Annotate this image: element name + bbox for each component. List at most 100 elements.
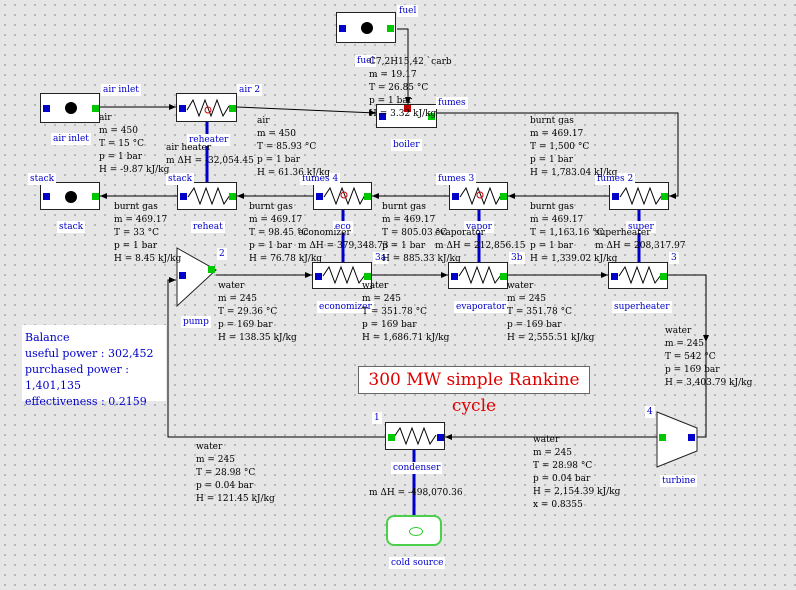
source-dot-icon bbox=[361, 22, 373, 34]
superheater-out-port bbox=[660, 273, 667, 280]
reheat-in-port bbox=[180, 193, 187, 200]
eco-exchanger[interactable] bbox=[313, 182, 372, 210]
pump-port-label: 2 bbox=[217, 248, 227, 260]
balance-heading: Balance bbox=[25, 331, 70, 344]
superheater-port-label: 3 bbox=[669, 252, 679, 264]
vapor-in-port bbox=[452, 193, 459, 200]
air-inlet-port-label: air inlet bbox=[101, 84, 141, 96]
purchased-power: purchased power : 1,401,135 bbox=[25, 363, 129, 392]
stack-port-label: stack bbox=[28, 173, 57, 185]
turbine-out-port bbox=[659, 434, 666, 441]
coil-icon bbox=[618, 265, 662, 285]
eco-out-port bbox=[364, 193, 371, 200]
vapor-label: vapor bbox=[464, 221, 494, 233]
super-exchanger[interactable] bbox=[609, 182, 669, 210]
condenser-exchanger[interactable] bbox=[385, 422, 445, 450]
cold-source-label: cold source bbox=[389, 557, 446, 569]
vapor-out-port bbox=[500, 193, 507, 200]
coil-icon bbox=[619, 186, 663, 206]
evaporator-out-port bbox=[500, 273, 507, 280]
eco-label: eco bbox=[333, 221, 353, 233]
economizer-port-label: 3a bbox=[373, 252, 389, 264]
air-inlet-label: air inlet bbox=[51, 133, 91, 145]
boiler-in-port bbox=[379, 113, 386, 120]
fuel-source[interactable] bbox=[336, 12, 396, 43]
economizer-in-port bbox=[315, 273, 322, 280]
stack-label: stack bbox=[57, 221, 86, 233]
cold-source-icon bbox=[409, 527, 423, 536]
reheater-label: reheater bbox=[187, 134, 231, 146]
pump-in-port bbox=[179, 272, 186, 279]
coil-icon bbox=[458, 265, 502, 285]
turbine-shape bbox=[656, 411, 698, 468]
evaporator-in-port bbox=[451, 273, 458, 280]
economizer-out-port bbox=[364, 273, 371, 280]
turbine-port-label: 4 bbox=[645, 406, 655, 418]
eco-in-port bbox=[316, 193, 323, 200]
reheater-exchanger[interactable] bbox=[176, 93, 237, 122]
evaporator-exchanger[interactable] bbox=[448, 262, 508, 289]
economizer-label: economizer bbox=[317, 301, 374, 313]
super-label: super bbox=[626, 221, 656, 233]
evaporator-label: evaporator bbox=[454, 301, 508, 313]
boiler-combustion[interactable] bbox=[376, 104, 437, 128]
vapor-exchanger[interactable] bbox=[449, 182, 508, 210]
exchange-condenser: m ΔH = -498,070.36 bbox=[369, 488, 463, 498]
super-port-label: fumes 2 bbox=[595, 173, 636, 185]
condenser-in-port bbox=[437, 434, 444, 441]
eco-port-label: fumes 4 bbox=[300, 173, 341, 185]
reheat-exchanger[interactable] bbox=[177, 182, 237, 210]
superheater-label: superheater bbox=[612, 301, 672, 313]
fuel-label: fuel bbox=[355, 55, 377, 67]
air-inlet-out-port bbox=[92, 105, 99, 112]
economizer-exchanger[interactable] bbox=[312, 262, 372, 289]
fuel-port-label: fuel bbox=[397, 5, 419, 17]
source-dot-icon bbox=[65, 102, 77, 114]
sink-dot-icon bbox=[65, 191, 77, 203]
pump-out-port bbox=[208, 266, 215, 273]
diagram-title: 300 MW simple Rankine cycle bbox=[358, 366, 590, 416]
reheat-out-port bbox=[229, 193, 236, 200]
vapor-port-label: fumes 3 bbox=[436, 173, 477, 185]
cold-source[interactable] bbox=[386, 515, 442, 546]
super-in-port bbox=[612, 193, 619, 200]
super-out-port bbox=[661, 193, 668, 200]
turbine-in-port bbox=[688, 434, 695, 441]
reheat-port-label: stack bbox=[166, 173, 195, 185]
reheat-label: reheat bbox=[191, 221, 225, 233]
reheater-in-port bbox=[179, 105, 186, 112]
superheater-in-port bbox=[611, 273, 618, 280]
coil-icon bbox=[322, 265, 366, 285]
air-inlet-source[interactable] bbox=[40, 93, 100, 123]
pump-label: pump bbox=[181, 316, 211, 328]
stack-sink[interactable] bbox=[40, 182, 100, 210]
coil-icon bbox=[187, 186, 231, 206]
pump-shape bbox=[176, 247, 217, 308]
evaporator-port-label: 3b bbox=[509, 252, 525, 264]
superheater-exchanger[interactable] bbox=[608, 262, 668, 289]
useful-power: useful power : 302,452 bbox=[25, 347, 154, 360]
condenser-out-port bbox=[388, 434, 395, 441]
turbine-label: turbine bbox=[660, 475, 698, 487]
coil-icon bbox=[186, 98, 230, 118]
air-inlet-in-port bbox=[43, 105, 50, 112]
reheater-out-port bbox=[229, 105, 236, 112]
